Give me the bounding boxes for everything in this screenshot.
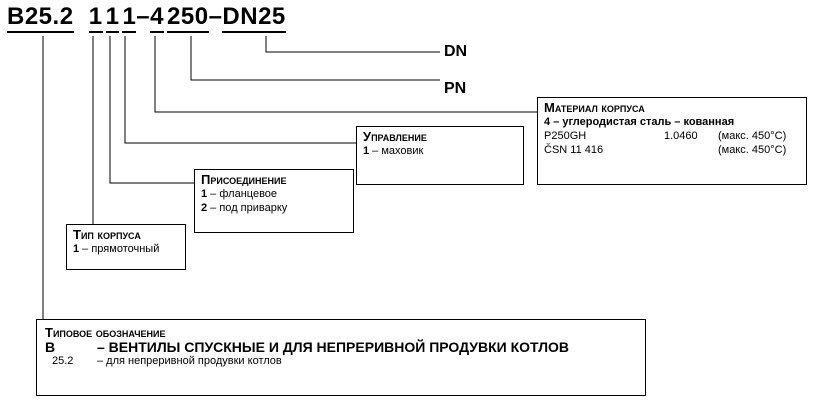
material-name: P250GH (544, 130, 587, 142)
control-item: 1 – маховик (363, 144, 517, 158)
control-box: Управление 1 – маховик (356, 126, 524, 185)
type-sub-code: 25.2 (52, 355, 74, 367)
material-row: ČSN 11 416 (макс. 450°C) (544, 143, 800, 157)
connection-num: 1 (201, 188, 208, 200)
body-type-box: Тип корпуса 1 – прямоточный (66, 224, 186, 270)
code-dash: – (136, 3, 151, 30)
code-connection-digit: 1 (105, 3, 120, 33)
material-row: P250GH 1.0460 (макс. 450°C) (544, 129, 800, 143)
material-num: 4 (544, 116, 551, 128)
dn-label: DN (444, 43, 468, 60)
code-dash: – (208, 3, 223, 30)
code-dn: DN25 (222, 3, 286, 33)
code-control-digit: 1 (122, 3, 137, 33)
code-material-digit: 4 (150, 3, 165, 33)
code-pn: 250 (167, 3, 209, 33)
material-name: ČSN 11 416 (544, 144, 604, 156)
connection-num: 2 (201, 202, 208, 214)
connection-box: Присоединение 1 – фланцевое 2 – под прив… (194, 169, 354, 233)
type-designation-box: Типовое обозначение B – ВЕНТИЛЫ СПУСКНЫЕ… (36, 319, 646, 396)
type-main-row: B – ВЕНТИЛЫ СПУСКНЫЕ И ДЛЯ НЕПРЕРИВНОЙ П… (45, 340, 637, 354)
code-body-digit: 1 (88, 3, 103, 33)
body-type-text: – прямоточный (79, 243, 160, 255)
type-designation-title: Типовое обозначение (45, 325, 166, 340)
material-box: Материал корпуса 4 – углеродистая сталь … (537, 97, 807, 185)
material-subtitle: 4 – углеродистая сталь – кованная (544, 115, 800, 129)
connection-text: – под приварку (207, 202, 288, 214)
control-num: 1 (363, 145, 370, 157)
type-sub-text: – для непреривной продувки котлов (97, 355, 282, 367)
material-temp: (макс. 450°C) (718, 130, 787, 142)
connection-item: 1 – фланцевое (201, 187, 347, 201)
material-temp: (макс. 450°C) (718, 144, 787, 156)
body-type-title: Тип корпуса (73, 227, 141, 242)
type-main-code: B (45, 339, 56, 355)
control-title: Управление (363, 129, 427, 144)
pn-label: PN (444, 80, 467, 97)
type-sub-row: 25.2 – для непреривной продувки котлов (45, 354, 637, 368)
connection-text: – фланцевое (207, 188, 278, 200)
material-number: 1.0460 (664, 130, 698, 142)
material-desc: – углеродистая сталь – кованная (550, 116, 735, 128)
material-title: Материал корпуса (544, 100, 645, 115)
connection-item: 2 – под приварку (201, 201, 347, 215)
body-type-item: 1 – прямоточный (73, 242, 179, 256)
connection-title: Присоединение (201, 172, 287, 187)
material-number (664, 143, 712, 157)
body-type-num: 1 (73, 243, 80, 255)
type-main-text: – ВЕНТИЛЫ СПУСКНЫЕ И ДЛЯ НЕПРЕРИВНОЙ ПРО… (97, 339, 570, 355)
control-text: – маховик (369, 145, 424, 157)
code-prefix: B25.2 (7, 3, 74, 33)
